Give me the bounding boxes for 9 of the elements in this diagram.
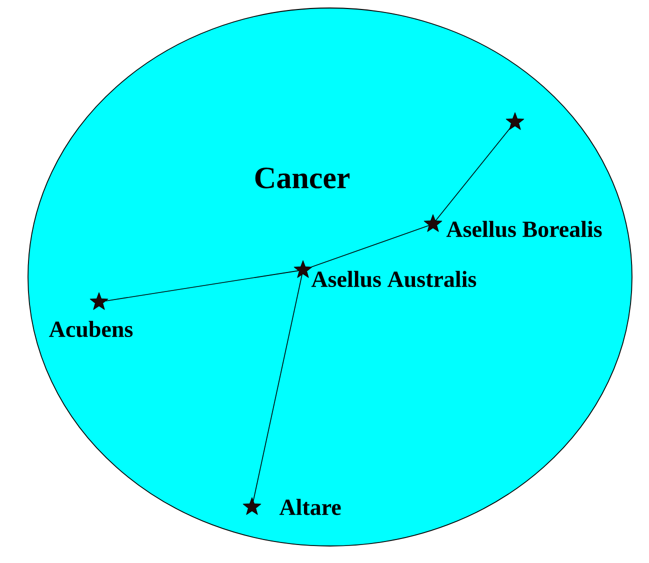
star-name: Altare (279, 498, 341, 516)
line (105, 270, 299, 302)
line (310, 224, 430, 268)
line (252, 274, 302, 502)
star (506, 112, 524, 130)
line (435, 128, 510, 222)
star-name: Asellus Australis (311, 270, 476, 288)
star-name: Asellus Borealis (446, 220, 602, 238)
star-name: Acubens (49, 320, 133, 338)
